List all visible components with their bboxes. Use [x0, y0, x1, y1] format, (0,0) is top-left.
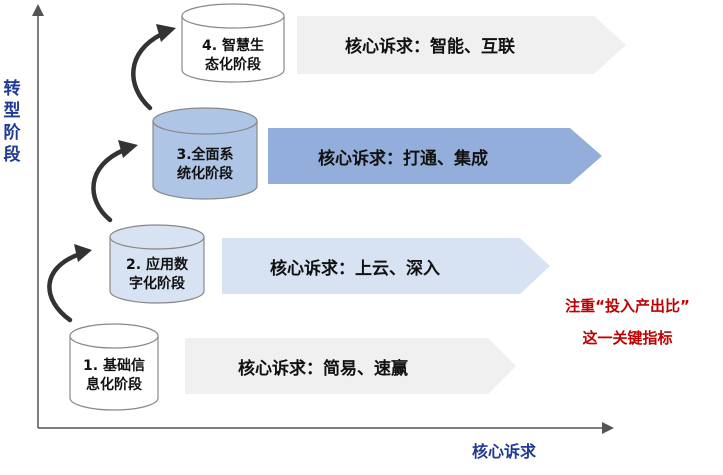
- stage-1-label: 1. 基础信 息化阶段: [83, 358, 145, 393]
- transition-arrow-1-to-2: [47, 244, 92, 323]
- stage-3-cylinder: [152, 107, 258, 200]
- stage-2-label: 2. 应用数 字化阶段: [126, 257, 188, 292]
- stage-4-demand-arrow: [297, 16, 626, 74]
- horizontal-axis-label: 核心诉求: [472, 442, 537, 461]
- vertical-axis-label: 转 型 阶 段: [3, 79, 21, 165]
- stage-4-label: 4. 智慧生 态化阶段: [202, 38, 264, 73]
- stage-4-cylinder: [181, 3, 285, 83]
- note-line-2: 这一关键指标: [582, 329, 673, 347]
- stage-1-demand-arrow: [185, 338, 516, 394]
- stage-1-demand-text: 核心诉求：简易、速赢: [238, 359, 408, 379]
- stage-3-demand-text: 核心诉求：打通、集成: [318, 149, 488, 169]
- note-line-1: 注重“投入产出比”: [565, 297, 690, 315]
- stage-1-cylinder: [69, 323, 159, 411]
- stage-2-cylinder: [109, 224, 205, 304]
- stage-3-demand-arrow: [268, 128, 602, 184]
- key-metric-note: 注重“投入产出比” 这一关键指标: [540, 290, 715, 354]
- transition-arrow-3-to-4: [131, 24, 176, 111]
- transition-arrow-2-to-3: [91, 140, 138, 223]
- stage-2-demand-arrow: [222, 238, 550, 294]
- stage-4-demand-text: 核心诉求：智能、互联: [345, 37, 515, 57]
- stage-3-label: 3.全面系 统化阶段: [176, 147, 234, 182]
- stage-2-demand-text: 核心诉求：上云、深入: [270, 259, 440, 279]
